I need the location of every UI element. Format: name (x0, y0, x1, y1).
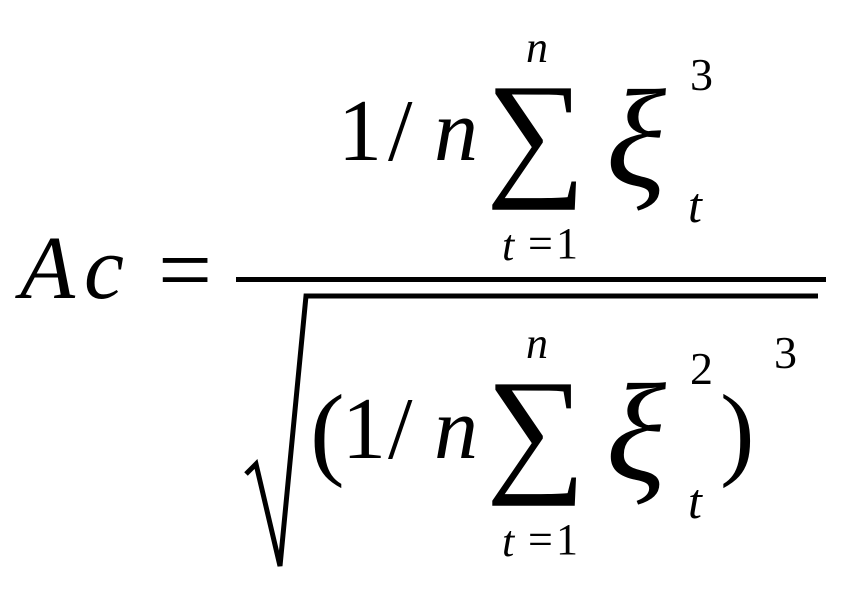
fraction-bar (236, 277, 826, 282)
denominator-slash: / (388, 381, 413, 478)
denominator-inner-exponent: 2 (690, 343, 713, 394)
numerator-summation-sign: ∑ (486, 56, 586, 211)
numerator-sum-lower-limit-var: t (502, 221, 515, 270)
numerator-exponent: 3 (690, 49, 713, 100)
denominator-sum-lower-limit-val: 1 (556, 515, 578, 564)
lhs-symbol-a: A (20, 219, 75, 318)
denominator-outer-exponent: 3 (774, 327, 797, 378)
denominator-xi: ξ (606, 356, 666, 511)
denominator-close-paren: ) (720, 374, 755, 489)
denominator-sum-lower-limit-var: t (502, 517, 515, 566)
denominator-n: n (434, 381, 478, 478)
lhs-symbol-c: c (84, 219, 124, 318)
denominator-sum-upper-limit: n (526, 319, 548, 368)
numerator-xi: ξ (606, 62, 666, 217)
numerator-slash: / (388, 83, 413, 180)
denominator-one: 1 (342, 381, 386, 478)
equals-sign: = (158, 216, 213, 323)
numerator-sum-lower-limit-eq: = (528, 219, 553, 268)
denominator-xi-subscript: t (688, 473, 702, 529)
numerator-n: n (434, 83, 478, 180)
numerator-one: 1 (338, 83, 382, 180)
denominator-sum-lower-limit-eq: = (528, 515, 553, 564)
numerator-sum-lower-limit-val: 1 (556, 219, 578, 268)
numerator-sum-upper-limit: n (526, 23, 548, 72)
numerator-xi-subscript: t (688, 177, 702, 233)
denominator-open-paren: ( (310, 374, 345, 489)
denominator-summation-sign: ∑ (486, 352, 586, 507)
